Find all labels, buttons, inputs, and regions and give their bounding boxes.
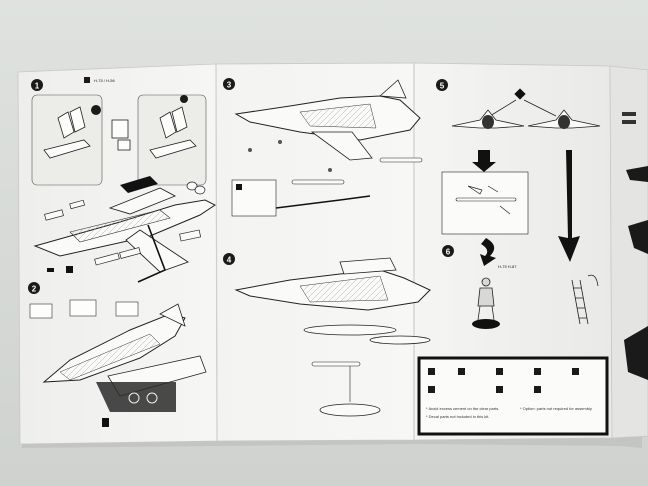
ejection-seat-2 (159, 111, 177, 139)
step-1-number: 1 (35, 82, 40, 91)
drop-tank-1 (303, 324, 397, 336)
arrow-badge (91, 105, 101, 115)
intake-dark-part (120, 176, 158, 193)
part-tag (102, 418, 109, 427)
detail-box-1 (29, 303, 53, 319)
warning-icon (84, 77, 90, 83)
step-1-code: H-75 / H-56 (94, 78, 115, 83)
missile-2 (379, 157, 423, 163)
pylon-missile (455, 197, 517, 202)
step-4-badge (223, 253, 235, 265)
next-page-edge-art (622, 112, 648, 380)
landing-gear-bay (96, 382, 176, 412)
step-2: 2 (28, 282, 207, 427)
curved-arrow (480, 238, 496, 266)
detail-box-2 (69, 299, 97, 317)
step-2-number: 2 (32, 285, 37, 294)
cockpit-inset-left (31, 94, 103, 186)
step-4: 4 (223, 253, 431, 417)
step-5-badge (436, 79, 448, 91)
missile-3 (311, 361, 361, 367)
note-line-1: * Avoid excess cement on the clear parts… (426, 406, 499, 411)
wheel-part (186, 181, 198, 191)
step-5-number: 5 (440, 82, 445, 91)
step-2-badge (28, 282, 40, 294)
note-line-2: * Decal parts not included in this kit. (426, 414, 489, 419)
centerline-tank (319, 403, 381, 417)
step-1-badge (31, 79, 43, 91)
missile-1 (291, 179, 345, 185)
long-down-arrow (558, 150, 580, 262)
step-5: 5 (436, 79, 601, 262)
step-6-code: H-75 H-87 (498, 264, 517, 269)
boarding-ladder (571, 274, 599, 325)
detail-inset-5 (441, 171, 529, 235)
wing-underside (310, 131, 373, 161)
guide-line-3 (275, 195, 371, 209)
step-3-badge (223, 78, 235, 90)
fold-line-1 (215, 63, 218, 442)
pilot-figure (477, 277, 495, 321)
step-4-number: 4 (227, 256, 232, 265)
front-view-left (451, 109, 525, 129)
small-part-1 (44, 209, 64, 221)
step-6: 6 H-75 H-87 (442, 238, 599, 329)
ejection-seat-1 (57, 111, 75, 139)
pilot-base (472, 319, 500, 329)
cockpit-inset-right (137, 94, 207, 186)
symbol-1 (428, 368, 435, 375)
step-3-number: 3 (227, 81, 232, 90)
cockpit-canopy-area (108, 187, 177, 215)
step-6-number: 6 (446, 248, 451, 257)
small-part-2 (94, 252, 120, 266)
upper-wing-4 (339, 257, 397, 275)
step-1: 1 H-75 / H-56 (31, 77, 216, 283)
cockpit-tub-1 (43, 139, 91, 159)
tail-fin (379, 79, 407, 99)
cockpit-tub-2 (149, 139, 197, 159)
bulkhead-part (111, 119, 129, 139)
down-arrow (472, 150, 496, 172)
front-view-right (527, 109, 601, 129)
guide-line (137, 224, 167, 283)
note-line-3: * Option: parts not required for assembl… (520, 406, 592, 411)
step-3: 3 (223, 78, 423, 217)
vertical-tail (159, 303, 186, 327)
notes-box: * Avoid excess cement on the clear parts… (417, 356, 609, 436)
step-6-badge (442, 245, 454, 257)
